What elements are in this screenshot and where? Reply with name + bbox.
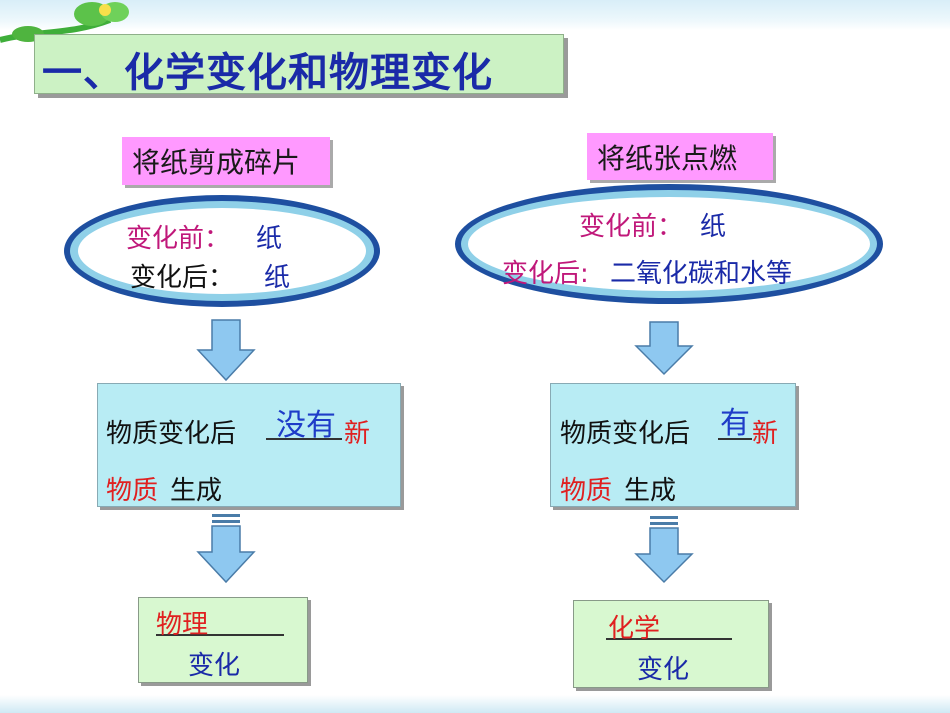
vine-decoration-icon [0, 2, 129, 43]
left-ellipse [78, 208, 366, 294]
left-box-line2-red: 物质 [106, 476, 159, 506]
right-box-new: 新 [752, 419, 779, 449]
left-box-line2-black: 生成 [170, 476, 223, 506]
bottom-decoration-band [0, 695, 950, 713]
right-conclusion-blank [606, 610, 732, 640]
left-box-blank [266, 410, 342, 440]
left-after-label: 变化后： [130, 263, 235, 293]
right-conclusion-suffix: 变化 [637, 655, 690, 685]
right-box-line2-black: 生成 [624, 476, 677, 506]
right-down-arrow-icon-1 [634, 321, 694, 376]
right-before-value: 纸 [700, 212, 727, 242]
right-box-answer: 有 [720, 406, 750, 441]
left-conclusion-blank [156, 606, 284, 636]
left-box-answer: 没有 [276, 408, 336, 443]
right-ellipse [468, 197, 870, 291]
right-before-label: 变化前： [579, 212, 684, 242]
left-box-new: 新 [344, 419, 371, 449]
left-conclusion-answer: 物理 [156, 610, 209, 640]
left-result-box [97, 383, 401, 507]
right-box-line2-red: 物质 [560, 476, 613, 506]
right-box-prefix: 物质变化后 [560, 419, 691, 449]
right-after-value: 二氧化碳和水等 [610, 259, 793, 289]
right-down-arrow-icon-2 [634, 516, 694, 584]
right-box-blank [718, 410, 752, 440]
right-conclusion-answer: 化学 [608, 614, 661, 644]
top-decoration-band [0, 0, 950, 30]
left-conclusion-suffix: 变化 [188, 651, 241, 681]
left-before-label: 变化前： [126, 224, 231, 254]
left-after-value: 纸 [264, 263, 291, 293]
left-down-arrow-icon-1 [196, 319, 256, 382]
left-box-prefix: 物质变化后 [106, 419, 237, 449]
page-title: 一、化学变化和物理变化 [42, 50, 493, 96]
right-after-label: 变化后: [502, 259, 589, 289]
left-down-arrow-icon-2 [196, 514, 256, 584]
right-conclusion-box [573, 600, 769, 688]
left-before-value: 纸 [256, 224, 283, 254]
right-result-box [550, 383, 796, 507]
left-conclusion-box [138, 597, 308, 683]
left-scenario-label: 将纸剪成碎片 [122, 137, 330, 185]
title-box [34, 34, 564, 94]
right-scenario-label: 将纸张点燃 [587, 133, 773, 180]
